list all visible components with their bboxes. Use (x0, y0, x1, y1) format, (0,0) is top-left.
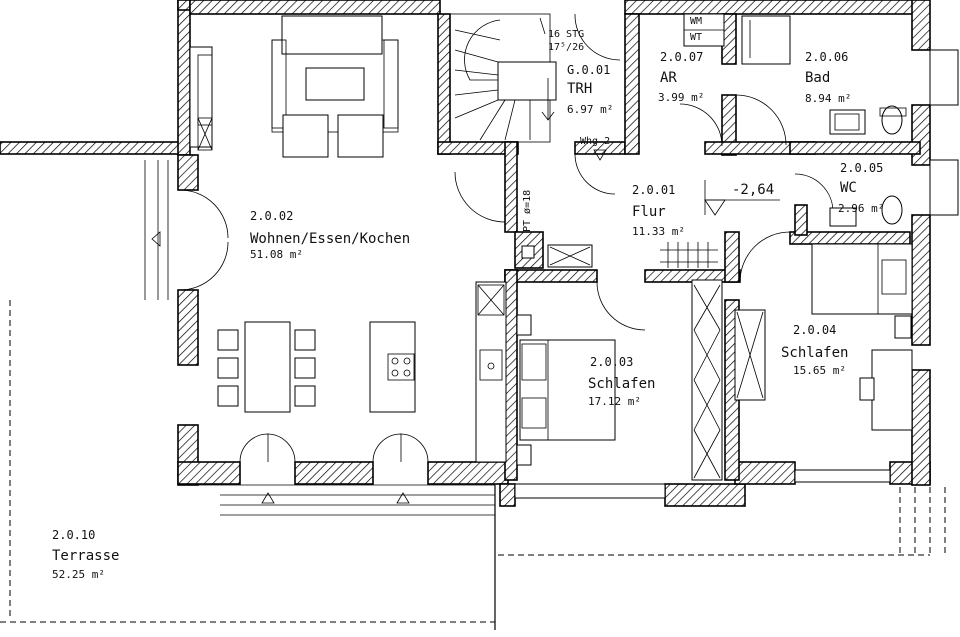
chimney-label: PT ø=18 (522, 190, 533, 232)
room-area-bedroom-2: 15.65 m² (793, 364, 846, 377)
room-area-living: 51.08 m² (250, 248, 303, 261)
room-area-hall: 11.33 m² (632, 225, 685, 238)
room-name-hall: Flur (632, 204, 666, 220)
room-number-bedroom-2: 2.0.04 (793, 323, 836, 337)
room-name-bedroom-1: Schlafen (588, 376, 655, 392)
room-name-wc: WC (840, 180, 857, 196)
windows (189, 46, 959, 216)
furniture-bathroom (683, 13, 907, 227)
room-number-bedroom-1: 2.0.03 (590, 355, 633, 369)
paving (144, 160, 495, 516)
room-name-storage: AR (660, 70, 677, 86)
annotations: 16 STG 17⁵/26 Whg 2 -2,64 PT ø=18 WM WT (522, 16, 774, 232)
room-area-terrace: 52.25 m² (52, 568, 105, 581)
hallway-details (539, 17, 780, 268)
room-name-living: Wohnen/Essen/Kochen (250, 231, 410, 247)
washer-label: WM (690, 16, 702, 27)
staircase (449, 13, 607, 161)
furniture-living (217, 15, 507, 463)
room-name-stairwell: TRH (567, 81, 592, 97)
room-area-bath: 8.94 m² (805, 92, 851, 105)
room-number-hall: 2.0.01 (632, 183, 675, 197)
level-label: -2,64 (732, 182, 774, 198)
room-number-wc: 2.0.05 (840, 161, 883, 175)
room-area-wc: 2.96 m² (838, 202, 884, 215)
room-area-stairwell: 6.97 m² (567, 103, 613, 116)
stair-ratio-label: 17⁵/26 (548, 42, 584, 53)
doors (179, 13, 834, 463)
furniture-bedroom-2 (734, 243, 913, 483)
room-labels: 2.0.02 Wohnen/Essen/Kochen 51.08 m² G.0.… (52, 50, 884, 581)
room-number-storage: 2.0.07 (660, 50, 703, 64)
room-area-bedroom-1: 17.12 m² (588, 395, 641, 408)
terrace (0, 141, 946, 630)
dryer-label: WT (690, 32, 702, 43)
room-name-terrace: Terrasse (52, 548, 119, 564)
furniture-bedroom-1 (514, 244, 723, 499)
room-name-bedroom-2: Schlafen (781, 345, 848, 361)
walls (177, 0, 931, 507)
stair-steps-label: 16 STG (548, 29, 584, 40)
room-number-stairwell: G.0.01 (567, 63, 610, 77)
room-number-living: 2.0.02 (250, 209, 293, 223)
room-number-bath: 2.0.06 (805, 50, 848, 64)
room-name-bath: Bad (805, 70, 830, 86)
room-number-terrace: 2.0.10 (52, 528, 95, 542)
room-area-storage: 3.99 m² (658, 91, 704, 104)
apartment-label: Whg 2 (580, 136, 610, 147)
